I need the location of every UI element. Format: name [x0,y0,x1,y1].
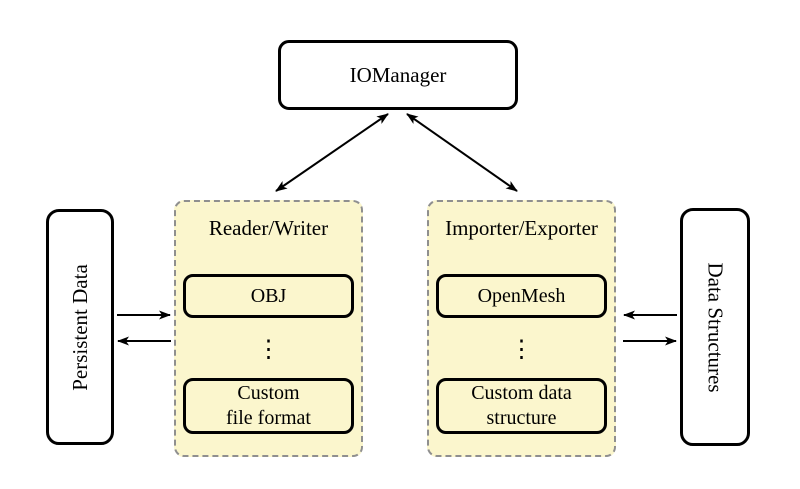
persistent-data-node: Persistent Data [46,209,114,445]
persistent-data-label: Persistent Data [67,263,92,391]
iomanager-node: IOManager [278,40,518,110]
vertical-ellipsis: ⋮ [509,337,534,363]
vertical-ellipsis: ⋮ [256,337,281,363]
item-box-custom-data-structure: Custom data structure [436,378,607,434]
group-reader-writer: Reader/Writer OBJ ⋮ Custom file format [174,200,363,457]
arrow-iomanager-importer-exporter [406,113,518,192]
item-box-obj: OBJ [183,274,354,318]
iomanager-label: IOManager [349,62,447,87]
group-title-importer-exporter: Importer/Exporter [445,216,598,240]
data-structures-label: Data Structures [703,261,728,393]
item-box-custom-file-format: Custom file format [183,378,354,434]
data-structures-node: Data Structures [680,208,750,446]
arrow-iomanager-reader-writer [275,113,389,192]
group-importer-exporter: Importer/Exporter OpenMesh ⋮ Custom data… [427,200,616,457]
group-title-reader-writer: Reader/Writer [208,216,329,240]
item-box-openmesh: OpenMesh [436,274,607,318]
